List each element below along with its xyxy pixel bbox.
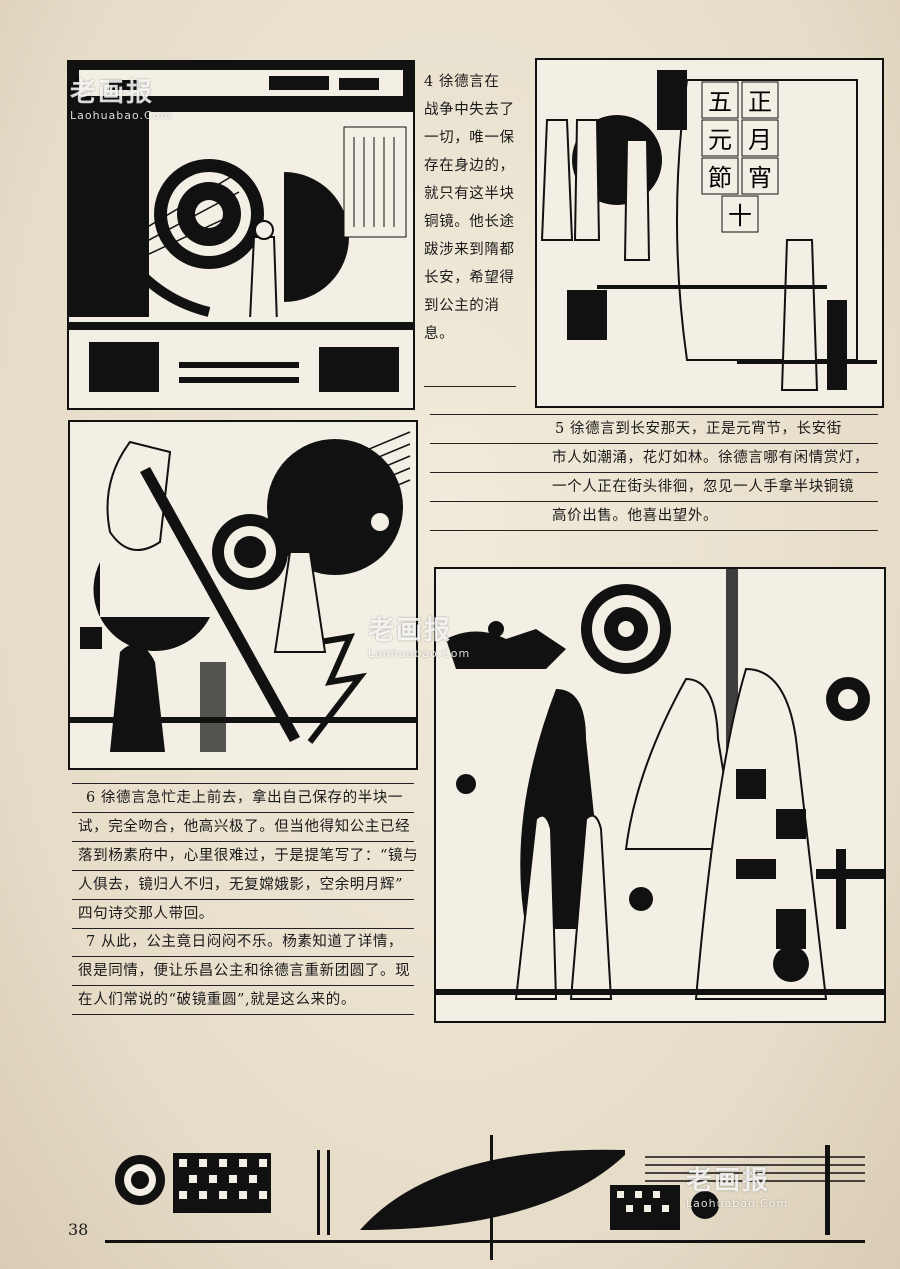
page-number: 38: [68, 1220, 89, 1239]
caption-line: 7 从此，公主竟日闷闷不乐。杨素知道了详情，: [72, 928, 414, 957]
caption-line: 市人如潮涌，花灯如林。徐德言哪有闲情赏灯，: [430, 444, 878, 473]
panel-4-art: [69, 62, 413, 408]
caption-panel-5: 5 徐德言到长安那天，正是元宵节，长安街 市人如潮涌，花灯如林。徐德言哪有闲情赏…: [430, 414, 878, 531]
caption-line: 4 徐德言在: [424, 74, 500, 90]
caption-line: 息。: [424, 326, 455, 342]
caption-line: 落到杨素府中，心里很难过，于是提笔写了：“镜与: [72, 842, 418, 871]
panel-6-art: [70, 422, 416, 768]
caption-line: 存在身边的，: [424, 158, 515, 174]
caption-line: 长安，希望得: [424, 270, 515, 286]
panel-7-art: [436, 569, 884, 1021]
caption-line: 铜镜。他长途: [424, 214, 515, 230]
caption-line: 战争中失去了: [424, 102, 515, 118]
watermark-url: Laohuabao.Com: [368, 647, 471, 660]
caption-line: 高价出售。他喜出望外。: [430, 502, 878, 531]
watermark-name: 老画报: [70, 78, 155, 108]
lantern-sign-char: 宵: [748, 164, 772, 192]
caption-line: 一个人正在街头徘徊，忽见一人手拿半块铜镜: [430, 473, 878, 502]
caption-line: 四句诗交那人带回。: [72, 900, 414, 929]
lantern-sign-char: 正: [748, 88, 772, 116]
caption-panel-7: 7 从此，公主竟日闷闷不乐。杨素知道了详情， 很是同情，便让乐昌公主和徐德言重新…: [72, 928, 414, 1015]
lantern-sign-char: 節: [708, 164, 732, 192]
illustration-panel-4: [67, 60, 415, 410]
footer-art: [105, 1135, 865, 1260]
decorative-footer: [105, 1135, 865, 1260]
caption-panel-4: 4 徐德言在 战争中失去了 一切，唯一保 存在身边的， 就只有这半块 铜镜。他长…: [424, 68, 524, 348]
watermark-center: 老画报 Laohuabao.Com: [368, 610, 470, 660]
caption-line: 6 徐德言急忙走上前去，拿出自己保存的半块一: [72, 784, 414, 813]
caption-line: 到公主的消: [424, 298, 500, 314]
caption-line: 在人们常说的“破镜重圆”,就是这么来的。: [72, 986, 414, 1015]
illustration-panel-6: [68, 420, 418, 770]
illustration-panel-5: 五 正 元 月 節 宵 十: [535, 58, 884, 408]
caption-line: 跋涉来到隋都: [424, 242, 515, 258]
lantern-sign-char: 月: [748, 126, 772, 154]
lantern-sign-char: 五: [708, 88, 732, 116]
watermark-top-left: 老画报 Laohuabao.Com: [70, 72, 172, 122]
caption-line: 一切，唯一保: [424, 130, 515, 146]
watermark-name: 老画报: [368, 616, 453, 646]
watermark-url: Laohuabao.Com: [686, 1197, 789, 1210]
lantern-sign-char: 十: [728, 202, 752, 230]
watermark-name: 老画报: [686, 1166, 771, 1196]
caption-line: 就只有这半块: [424, 186, 515, 202]
illustration-panel-7: [434, 567, 886, 1023]
panel-5-art: 五 正 元 月 節 宵 十: [537, 60, 882, 406]
caption-rule: [424, 386, 516, 387]
caption-panel-6: 6 徐德言急忙走上前去，拿出自己保存的半块一 试，完全吻合，他高兴极了。但当他得…: [72, 783, 418, 929]
caption-line: 人俱去，镜归人不归，无复嫦娥影，空余明月辉”: [72, 871, 414, 900]
watermark-url: Laohuabao.Com: [70, 109, 173, 122]
caption-line: 5 徐德言到长安那天，正是元宵节，长安街: [430, 415, 878, 444]
lantern-sign-char: 元: [708, 126, 732, 154]
watermark-bottom-right: 老画报 Laohuabao.Com: [686, 1160, 788, 1210]
caption-line: 试，完全吻合，他高兴极了。但当他得知公主已经: [72, 813, 414, 842]
caption-line: 很是同情，便让乐昌公主和徐德言重新团圆了。现: [72, 957, 414, 986]
